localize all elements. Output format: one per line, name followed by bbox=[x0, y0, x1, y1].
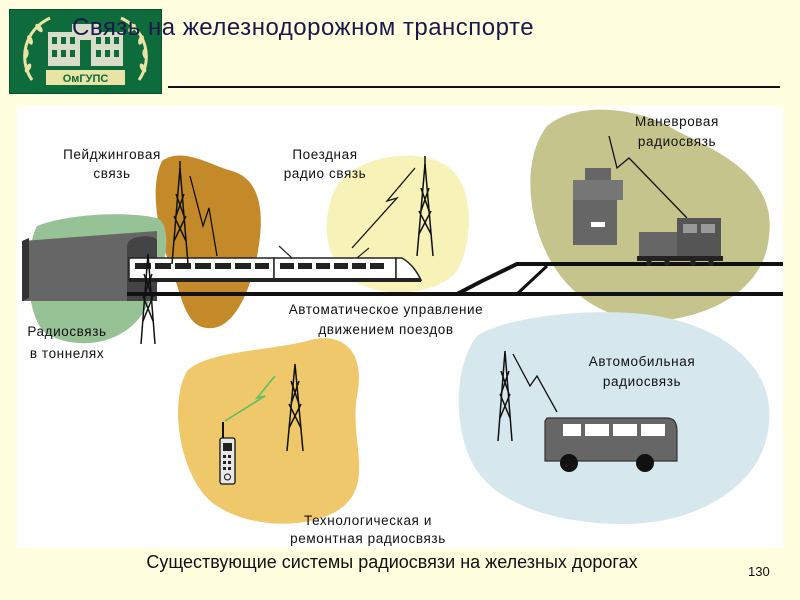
slide-title: Связь на железнодорожном транспорте bbox=[72, 14, 535, 41]
label-shunting-2: радиосвязь bbox=[638, 134, 716, 149]
label-tunnel-2: в тоннелях bbox=[30, 346, 104, 361]
tech-signal-line bbox=[224, 375, 276, 422]
signal-lines bbox=[189, 135, 688, 413]
vehicle-tower-icon bbox=[497, 350, 513, 442]
paging-tower-icon bbox=[171, 161, 189, 265]
label-train-radio-1: Поездная bbox=[292, 147, 357, 162]
label-paging-2: связь bbox=[93, 166, 130, 181]
train-radio-tower-icon bbox=[416, 156, 434, 257]
label-technological-2: ремонтная радиосвязь bbox=[290, 531, 446, 546]
university-logo: ОмГУПС bbox=[9, 9, 162, 94]
logo-text: ОмГУПС bbox=[63, 73, 109, 85]
railway-track bbox=[127, 262, 783, 296]
tech-tower-icon bbox=[286, 363, 304, 452]
label-shunting-1: Маневровая bbox=[635, 114, 719, 129]
label-vehicle-1: Автомобильная bbox=[589, 354, 695, 369]
label-auto-control-2: движением поездов bbox=[318, 322, 453, 337]
title-underline bbox=[168, 86, 780, 88]
label-vehicle-2: радиосвязь bbox=[603, 374, 681, 389]
university-building-wreath-logo: ОмГУПС bbox=[10, 10, 161, 93]
tunnel-tower-icon bbox=[140, 253, 156, 345]
shunting-locomotive-icon bbox=[637, 218, 723, 266]
slide-caption: Существующие системы радиосвязи на желез… bbox=[146, 552, 638, 572]
train-icon bbox=[128, 245, 423, 282]
bus-icon bbox=[544, 417, 678, 472]
handheld-radio-icon bbox=[219, 422, 236, 485]
label-paging-1: Пейджинговая bbox=[63, 147, 161, 162]
tech-zone bbox=[178, 338, 360, 524]
station-building-icon bbox=[573, 168, 623, 245]
paging-zone bbox=[155, 155, 261, 329]
radio-systems-diagram: Пейджинговая связь Поездная радио связь … bbox=[17, 106, 783, 548]
label-tunnel-1: Радиосвязь bbox=[27, 324, 106, 339]
label-technological-1: Технологическая и bbox=[304, 513, 432, 528]
shunting-zone bbox=[530, 109, 770, 322]
label-train-radio-2: радио связь bbox=[284, 166, 367, 181]
page-number: 130 bbox=[748, 564, 770, 579]
label-auto-control-1: Автоматическое управление bbox=[289, 302, 484, 317]
